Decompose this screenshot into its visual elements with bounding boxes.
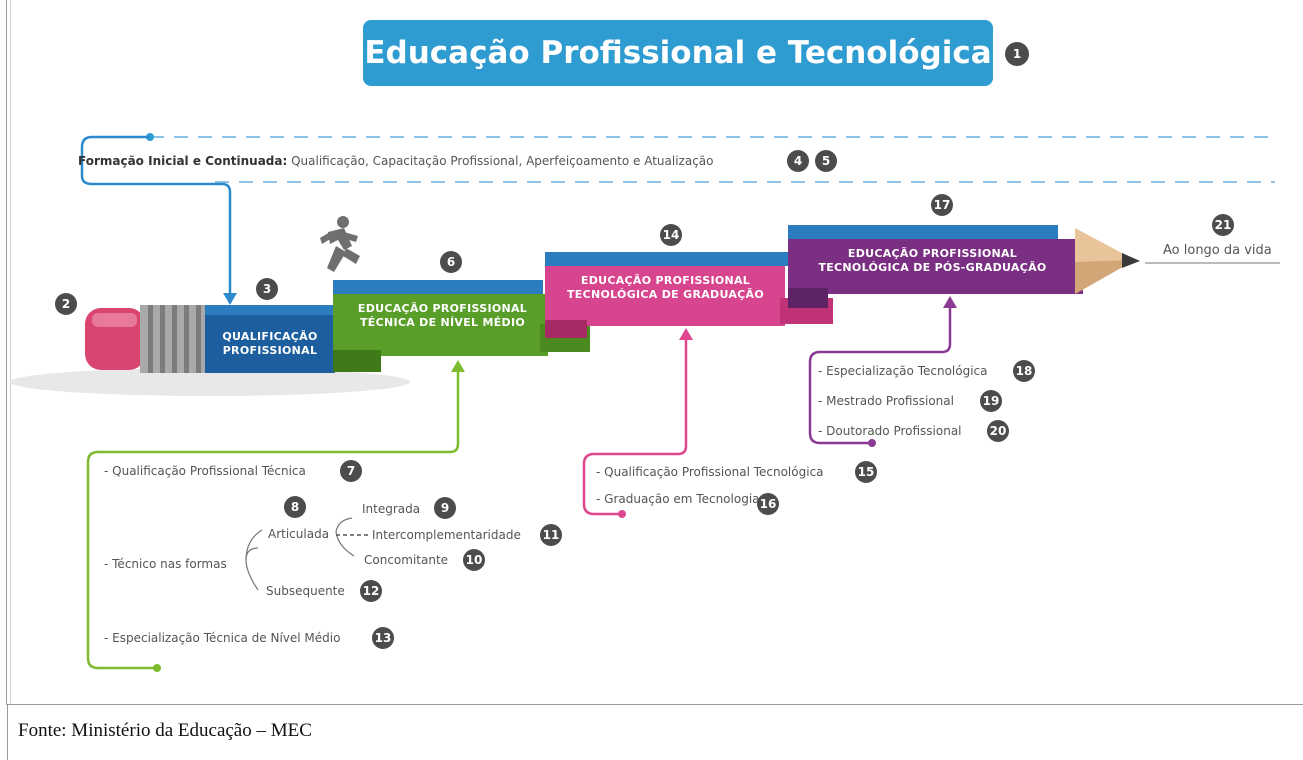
band-tecnica-fold [333,350,381,372]
fic-label: Formação Inicial e Continuada: Qualifica… [78,154,714,168]
badge-16: 16 [757,493,779,515]
band-graduacao-top [545,252,790,266]
band-posgrad-top [788,225,1058,239]
fic-label-bold: Formação Inicial e Continuada: [78,154,288,168]
formas-bracket-top [245,529,263,561]
band-posgrad [788,239,1083,294]
band-label-tecnica-l1: EDUCAÇÃO PROFISSIONAL [357,302,528,315]
badge-10: 10 [463,549,485,571]
fic-label-rest: Qualificação, Capacitação Profissional, … [287,154,714,168]
item-intercomplementaridade: Intercomplementaridade [372,528,521,542]
band-label-qualificacao: QUALIFICAÇÃO PROFISSIONAL [210,330,330,358]
band-label-qualificacao-l1: QUALIFICAÇÃO [222,330,318,343]
caption-divider [7,704,1303,705]
badge-19: 19 [980,390,1002,412]
badge-6: 6 [440,251,462,273]
item-especializacao-tecnica: - Especialização Técnica de Nível Médio [104,631,341,645]
badge-13: 13 [372,627,394,649]
band-qualificacao-top [205,305,335,315]
band-label-graduacao-l2: TECNOLÓGICA DE GRADUAÇÃO [566,288,764,301]
pink-arrowhead [679,328,693,340]
band-label-tecnica: EDUCAÇÃO PROFISSIONAL TÉCNICA DE NÍVEL M… [340,302,545,330]
item-mestrado: - Mestrado Profissional [818,394,954,408]
badge-5: 5 [815,150,837,172]
pencil-tip-shade [1075,260,1135,294]
ferrule-ridges [148,305,201,373]
eraser-highlight [92,313,137,327]
band-label-qualificacao-l2: PROFISSIONAL [222,344,318,357]
item-qual-tecnologica: - Qualificação Profissional Tecnológica [596,465,824,479]
item-articulada: Articulada [268,527,330,541]
diagram-title: Educação Profissional e Tecnológica [363,20,993,86]
badge-7: 7 [340,460,362,482]
band-tecnica-top [333,280,543,294]
green-dot [153,664,161,672]
pink-dot [618,510,626,518]
frame-border-left [6,0,7,705]
band-graduacao [545,266,785,326]
purple-dot [868,439,876,447]
item-concomitante: Concomitante [364,553,449,567]
green-arrowhead [451,360,465,372]
badge-17: 17 [931,194,953,216]
band-label-graduacao-l1: EDUCAÇÃO PROFISSIONAL [580,274,751,287]
frame-border-inner [10,0,11,705]
source-caption: Fonte: Ministério da Educação – MEC [18,720,312,741]
green-connector [86,368,460,670]
badge-14: 14 [660,224,682,246]
badge-11: 11 [540,524,562,546]
item-tecnico-formas: - Técnico nas formas [104,557,227,571]
badge-4: 4 [787,150,809,172]
item-qpt: - Qualificação Profissional Técnica [104,464,306,478]
articulada-bracket [335,517,355,557]
badge-1: 1 [1005,42,1029,66]
runner-icon [320,216,360,272]
pencil-diagram [10,133,1280,672]
badge-12: 12 [360,580,382,602]
formas-bracket [245,547,259,591]
item-graduacao-tecnologia: - Graduação em Tecnologia [596,492,760,506]
item-espec-tecnologica: - Especialização Tecnológica [818,364,988,378]
band-label-posgrad-l2: TECNOLÓGICA DE PÓS-GRADUAÇÃO [818,261,1047,274]
badge-20: 20 [987,420,1009,442]
band-posgrad-fold [788,288,828,308]
item-integrada: Integrada [362,502,421,516]
pencil-lead [1122,253,1140,268]
band-label-posgrad: EDUCAÇÃO PROFISSIONAL TECNOLÓGICA DE PÓS… [790,247,1075,275]
band-label-graduacao: EDUCAÇÃO PROFISSIONAL TECNOLÓGICA DE GRA… [548,274,783,302]
pencil-shadow [10,368,410,396]
band-graduacao-fold [545,320,587,338]
pink-connector [582,336,688,516]
band-label-posgrad-l1: EDUCAÇÃO PROFISSIONAL [847,247,1018,260]
band-qualificacao [205,305,335,373]
badge-2: 2 [55,293,77,315]
item-doutorado: - Doutorado Profissional [818,424,962,438]
caption-border-left [7,704,8,760]
ao-longo-label: Ao longo da vida [1163,243,1272,258]
badge-8: 8 [284,496,306,518]
purple-arrowhead [943,296,957,308]
badge-9: 9 [434,497,456,519]
badge-21: 21 [1212,214,1234,236]
item-subsequente: Subsequente [266,584,345,598]
blue-connector [80,135,232,295]
blue-arrowhead [223,293,237,305]
purple-connector [808,304,952,445]
band-label-tecnica-l2: TÉCNICA DE NÍVEL MÉDIO [359,316,526,329]
badge-15: 15 [855,461,877,483]
badge-18: 18 [1013,360,1035,382]
badge-3: 3 [256,278,278,300]
band-tecnica [333,294,548,356]
